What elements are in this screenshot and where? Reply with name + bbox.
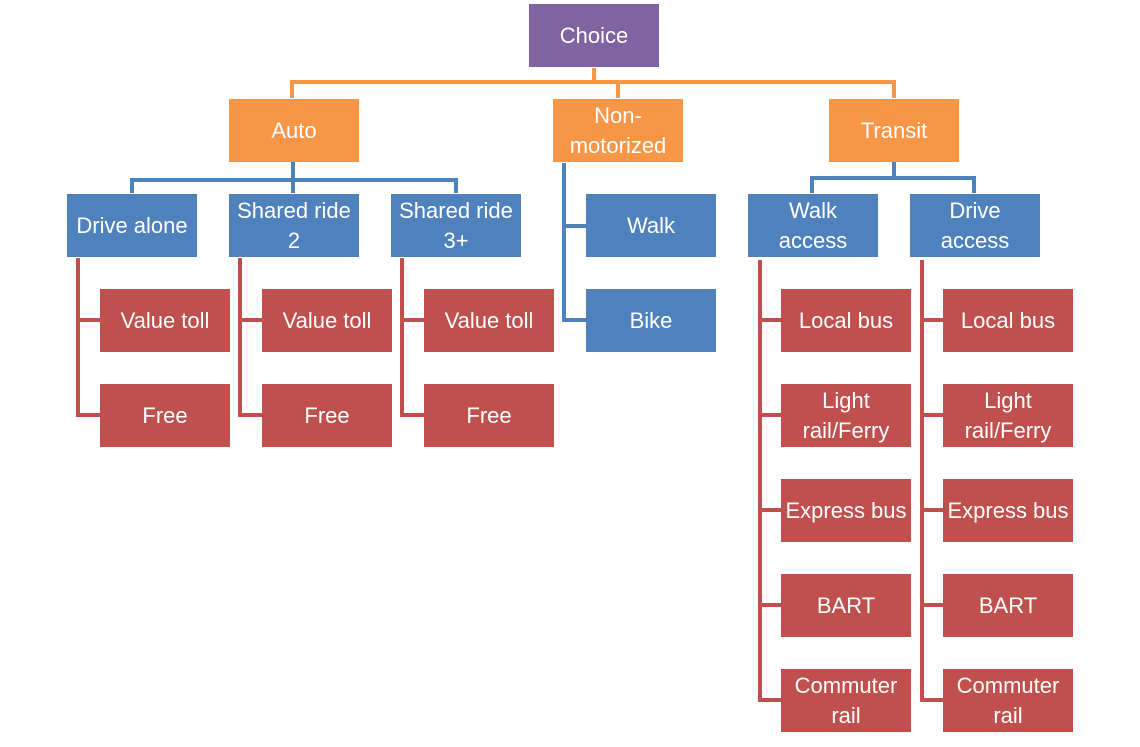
auto-node: Auto [229,99,359,162]
shared-3-free-node: Free [424,384,554,447]
walk-access-express-bus-node: Express bus [781,479,911,542]
walk-node: Walk [586,194,716,257]
walk-access-bart-node: BART [781,574,911,637]
walk-access-commuter-rail-node: Commuter rail [781,669,911,732]
drive-alone-value-toll-node: Value toll [100,289,230,352]
drive-access-local-bus-node: Local bus [943,289,1073,352]
bike-node: Bike [586,289,716,352]
drive-access-node: Drive access [910,194,1040,257]
shared-3-value-toll-node: Value toll [424,289,554,352]
walk-access-light-rail-ferry-node: Light rail/Ferry [781,384,911,447]
shared-2-value-toll-node: Value toll [262,289,392,352]
walk-access-local-bus-node: Local bus [781,289,911,352]
shared-ride-3-node: Shared ride 3+ [391,194,521,257]
drive-access-express-bus-node: Express bus [943,479,1073,542]
walk-access-node: Walk access [748,194,878,257]
transit-node: Transit [829,99,959,162]
drive-access-bart-node: BART [943,574,1073,637]
shared-ride-2-node: Shared ride 2 [229,194,359,257]
drive-access-light-rail-ferry-node: Light rail/Ferry [943,384,1073,447]
drive-access-commuter-rail-node: Commuter rail [943,669,1073,732]
choice-node: Choice [529,4,659,67]
drive-alone-node: Drive alone [67,194,197,257]
nonmotorized-node: Non- motorized [553,99,683,162]
shared-2-free-node: Free [262,384,392,447]
drive-alone-free-node: Free [100,384,230,447]
